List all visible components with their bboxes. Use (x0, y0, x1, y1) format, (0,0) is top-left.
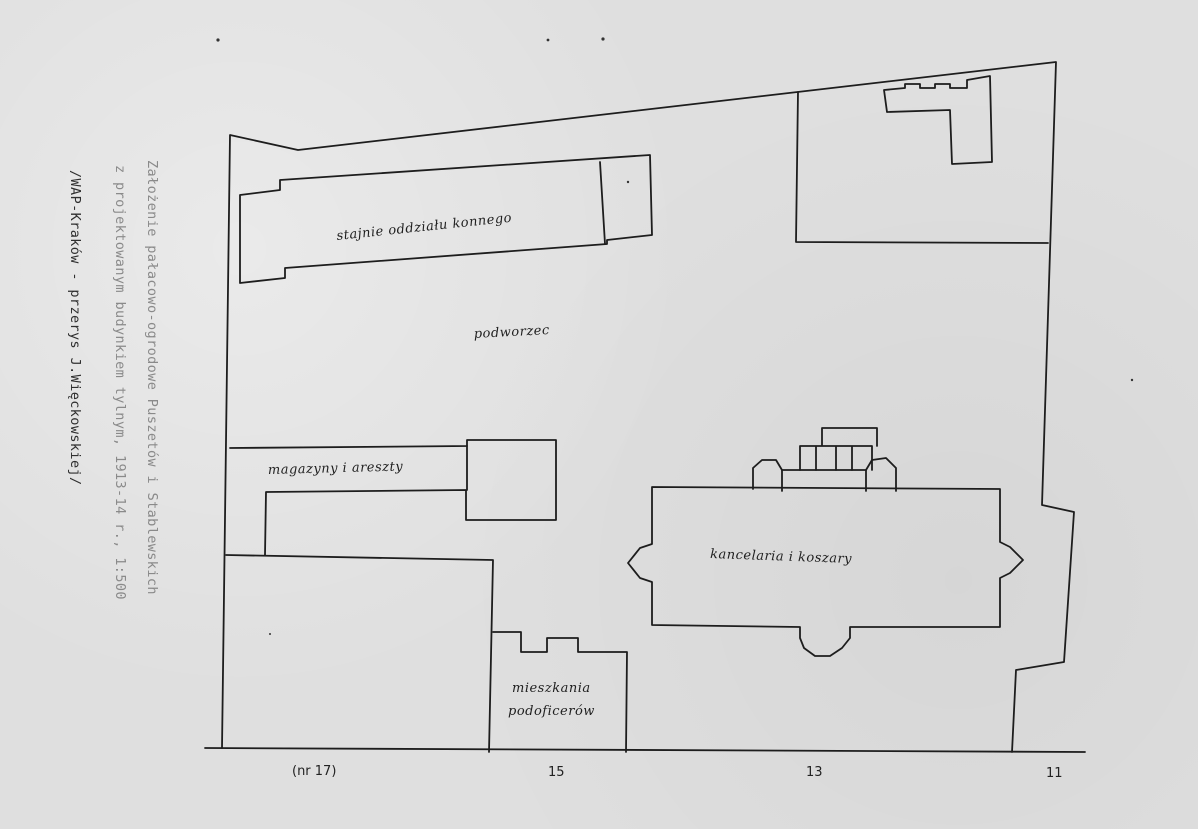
stables-partition (599, 161, 606, 245)
pavilion-outline (883, 75, 993, 165)
scan-speck (269, 633, 271, 635)
scan-speck (546, 38, 550, 42)
stables-label: stajnie oddziału konnego (336, 211, 513, 244)
office-label: kancelaria i koszary (710, 547, 853, 567)
scan-speck (1130, 378, 1134, 382)
stables-building (239, 154, 653, 284)
caption-line-3: /WAP-Kraków - przerys J.Więckowskiej/ (67, 170, 83, 486)
office-entrance-wing (781, 469, 867, 492)
house-number-11: 11 (1046, 766, 1063, 781)
garden-enclosure (795, 91, 1049, 244)
courtyard-label: podworzec (473, 323, 550, 342)
nco-quarters-building (492, 631, 628, 753)
house-number-17: (nr 17) (292, 764, 336, 779)
house-number-13: 13 (806, 765, 823, 780)
storage-label: magazyny i areszty (268, 459, 404, 478)
scan-speck (216, 38, 220, 42)
storage-building (229, 439, 557, 556)
scan-speck (601, 37, 605, 41)
office-entrance-block (752, 457, 897, 492)
office-barracks-building (627, 486, 1024, 657)
site-boundary (221, 61, 1075, 753)
lower-left-block (225, 554, 494, 753)
nco-quarters-label-line2: podoficerów (508, 704, 595, 719)
caption-line-2: z projektowanym budynkiem tylnym, 1913-1… (112, 165, 128, 600)
nco-quarters-label-line1: mieszkania (512, 681, 591, 696)
house-number-15: 15 (548, 765, 565, 780)
street-line (204, 747, 1086, 753)
scan-speck (626, 180, 630, 184)
office-portico (799, 427, 878, 471)
caption-line-1: Założenie pałacowo-ogrodowe Puszetów i S… (144, 160, 160, 595)
